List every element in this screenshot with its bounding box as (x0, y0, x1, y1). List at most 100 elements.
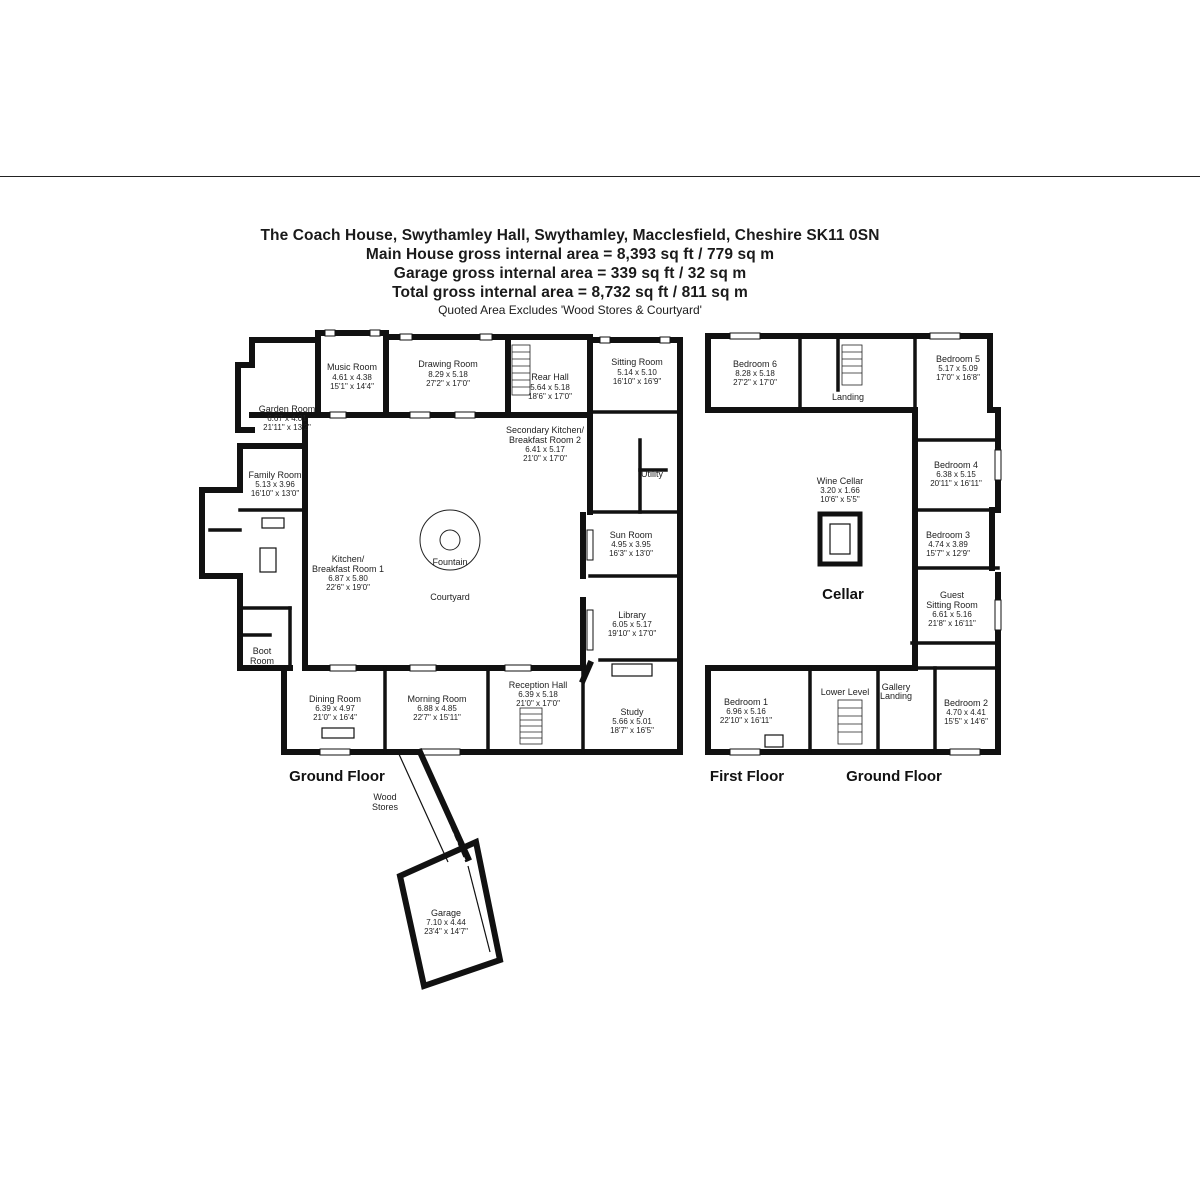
area-note: Quoted Area Excludes 'Wood Stores & Cour… (438, 303, 702, 317)
secondary-kitchen-name-2: Breakfast Room 2 (509, 435, 581, 445)
study-name: Study (620, 707, 644, 717)
morning-room-name: Morning Room (407, 694, 466, 704)
morning-room-metric: 6.88 x 4.85 (417, 704, 457, 713)
bedroom-5-imperial: 17'0" x 16'8" (936, 373, 980, 382)
bedroom-5-name: Bedroom 5 (936, 354, 980, 364)
secondary-kitchen-metric: 6.41 x 5.17 (525, 445, 565, 454)
cellar-label: Cellar (822, 586, 864, 603)
bedroom-3-metric: 4.74 x 3.89 (928, 540, 968, 549)
bedroom-2-name: Bedroom 2 (944, 698, 988, 708)
bedroom-1-metric: 6.96 x 5.16 (726, 707, 766, 716)
wine-cellar-imperial: 10'6" x 5'5" (820, 495, 860, 504)
bedroom-6-imperial: 27'2" x 17'0" (733, 378, 777, 387)
study-metric: 5.66 x 5.01 (612, 717, 652, 726)
garage-imperial: 23'4" x 14'7" (424, 927, 468, 936)
bedroom-6-metric: 8.28 x 5.18 (735, 369, 775, 378)
garden-room-name: Garden Room (259, 404, 316, 414)
kitchen-metric: 6.87 x 5.80 (328, 574, 368, 583)
landing-label: Landing (832, 392, 864, 402)
bedroom-1-name: Bedroom 1 (724, 697, 768, 707)
first-floor-plan (705, 332, 1002, 756)
fountain-inner-ring (439, 529, 461, 551)
sitting-room-name: Sitting Room (611, 357, 663, 367)
drawing-room-metric: 8.29 x 5.18 (428, 370, 468, 379)
utility-name: Utility (641, 469, 663, 479)
sitting-room-imperial: 16'10" x 16'9" (613, 377, 661, 386)
sun-room-metric: 4.95 x 3.95 (611, 540, 651, 549)
courtyard-label: Courtyard (430, 592, 470, 602)
sun-room-name: Sun Room (610, 530, 653, 540)
morning-room-imperial: 22'7" x 15'11" (413, 713, 461, 722)
family-room-name: Family Room (248, 470, 301, 480)
ground-floor-plan (199, 329, 683, 990)
wine-cellar-name: Wine Cellar (817, 476, 864, 486)
dining-room-imperial: 21'0" x 16'4" (313, 713, 357, 722)
total-area: Total gross internal area = 8,732 sq ft … (392, 284, 748, 301)
library-imperial: 19'10" x 17'0" (608, 629, 656, 638)
library-metric: 6.05 x 5.17 (612, 620, 652, 629)
garden-room-imperial: 21'11" x 13'2" (263, 423, 311, 432)
wine-cellar-metric: 3.20 x 1.66 (820, 486, 860, 495)
family-room-metric: 5.13 x 3.96 (255, 480, 295, 489)
bedroom-1-imperial: 22'10" x 16'11" (720, 716, 772, 725)
music-room-name: Music Room (327, 362, 377, 372)
bedroom-2-imperial: 15'5" x 14'6" (944, 717, 988, 726)
reception-hall-metric: 6.39 x 5.18 (518, 690, 558, 699)
garage-area: Garage gross internal area = 339 sq ft /… (393, 265, 747, 282)
guest-sitting-name-1: Guest (940, 590, 965, 600)
dining-room-name: Dining Room (309, 694, 361, 704)
rear-hall-metric: 5.64 x 5.18 (530, 383, 570, 392)
plan-header: The Coach House, Swythamley Hall, Swytha… (170, 226, 970, 318)
rear-hall-imperial: 18'6" x 17'0" (528, 392, 572, 401)
kitchen-name-2: Breakfast Room 1 (312, 564, 384, 574)
first-floor-label: First Floor (710, 768, 784, 785)
garage-name: Garage (431, 908, 461, 918)
secondary-kitchen-name-1: Secondary Kitchen/ (506, 425, 585, 435)
bedroom-6-name: Bedroom 6 (733, 359, 777, 369)
ground-floor-label-right: Ground Floor (846, 768, 942, 785)
wood-stores-name-1: Wood (373, 792, 396, 802)
bedroom-3-name: Bedroom 3 (926, 530, 970, 540)
fountain-outer-ring (419, 509, 481, 571)
music-room-imperial: 15'1" x 14'4" (330, 382, 374, 391)
gallery-landing-name-1: Gallery (882, 682, 911, 692)
garage-metric: 7.10 x 4.44 (426, 918, 466, 927)
guest-sitting-name-2: Sitting Room (926, 600, 978, 610)
guest-sitting-imperial: 21'8" x 16'11" (928, 619, 976, 628)
ground-floor-label-left: Ground Floor (289, 768, 385, 785)
kitchen-name-1: Kitchen/ (332, 554, 365, 564)
sitting-room-metric: 5.14 x 5.10 (617, 368, 657, 377)
top-divider-line (0, 176, 1200, 177)
dining-room-metric: 6.39 x 4.97 (315, 704, 355, 713)
drawing-room-imperial: 27'2" x 17'0" (426, 379, 470, 388)
drawing-room-name: Drawing Room (418, 359, 478, 369)
library-name: Library (618, 610, 646, 620)
music-room-metric: 4.61 x 4.38 (332, 373, 372, 382)
bedroom-2-metric: 4.70 x 4.41 (946, 708, 986, 717)
rear-hall-name: Rear Hall (531, 372, 569, 382)
fountain-label: Fountain (432, 557, 467, 567)
bedroom-3-imperial: 15'7" x 12'9" (926, 549, 970, 558)
sun-room-imperial: 16'3" x 13'0" (609, 549, 653, 558)
bedroom-5-metric: 5.17 x 5.09 (938, 364, 978, 373)
study-imperial: 18'7" x 16'5" (610, 726, 654, 735)
reception-hall-imperial: 21'0" x 17'0" (516, 699, 560, 708)
bedroom-4-metric: 6.38 x 5.15 (936, 470, 976, 479)
family-room-imperial: 16'10" x 13'0" (251, 489, 299, 498)
bedroom-4-imperial: 20'11" x 16'11" (930, 479, 982, 488)
wood-stores-name-2: Stores (372, 802, 399, 812)
secondary-kitchen-imperial: 21'0" x 17'0" (523, 454, 567, 463)
gallery-landing-name-2: Landing (880, 691, 912, 701)
boot-room-name-1: Boot (253, 646, 272, 656)
bedroom-4-name: Bedroom 4 (934, 460, 978, 470)
kitchen-imperial: 22'6" x 19'0" (326, 583, 370, 592)
garden-room-metric: 6.67 x 4.01 (267, 414, 307, 423)
guest-sitting-metric: 6.61 x 5.16 (932, 610, 972, 619)
reception-hall-name: Reception Hall (509, 680, 568, 690)
floor-labels: Ground Floor First Floor Ground Floor (289, 768, 942, 785)
address-title: The Coach House, Swythamley Hall, Swytha… (260, 227, 880, 244)
main-house-area: Main House gross internal area = 8,393 s… (365, 246, 775, 263)
wine-cellar-box (817, 511, 863, 567)
first-floor-labels: Bedroom 6 8.28 x 5.18 27'2" x 17'0" Land… (720, 354, 988, 726)
